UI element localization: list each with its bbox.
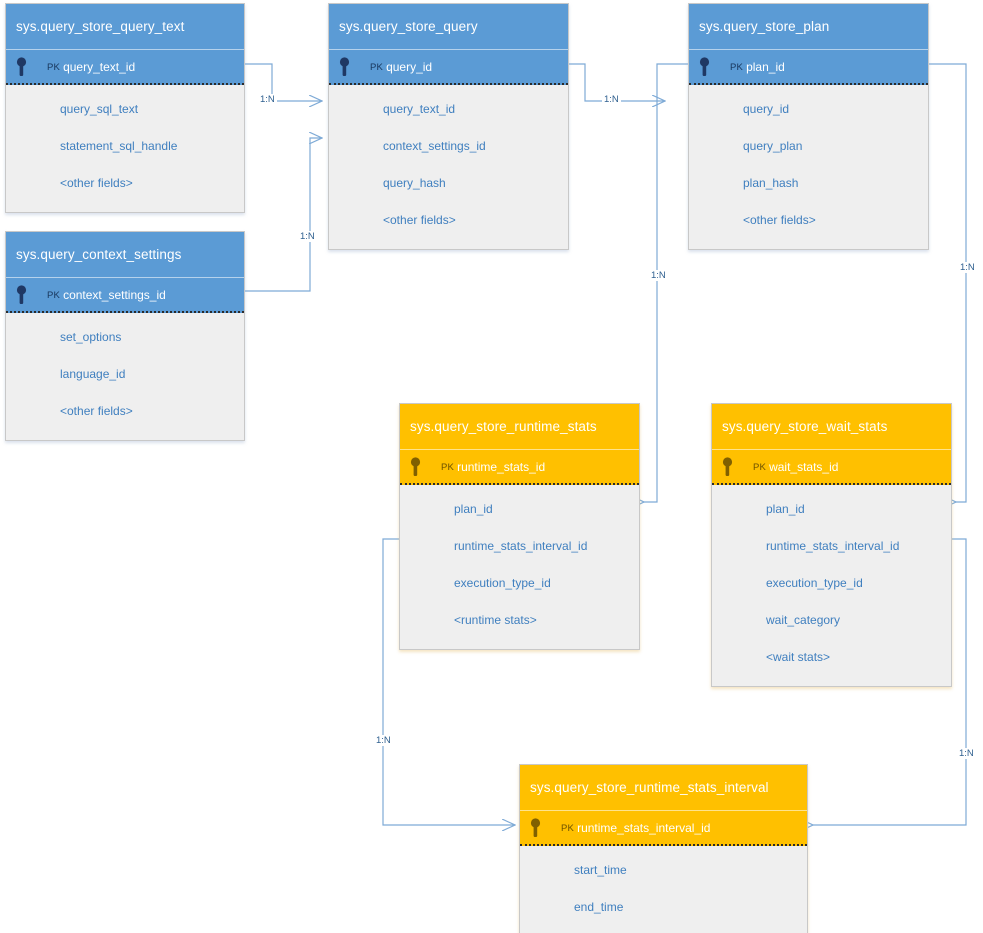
entity-fields: query_id query_plan plan_hash <other fie… bbox=[689, 85, 928, 249]
field-row: query_plan bbox=[743, 139, 803, 153]
entity-title: sys.query_store_plan bbox=[689, 4, 928, 49]
entity-query-store-wait-stats[interactable]: sys.query_store_wait_stats PK wait_stats… bbox=[711, 403, 952, 687]
field-row: query_sql_text bbox=[60, 102, 139, 116]
pk-field-name: query_text_id bbox=[63, 60, 136, 74]
entity-title: sys.query_context_settings bbox=[6, 232, 244, 277]
entity-title: sys.query_store_query_text bbox=[6, 4, 244, 49]
key-icon bbox=[329, 57, 369, 77]
entity-fields: query_text_id context_settings_id query_… bbox=[329, 85, 568, 249]
pk-field-name: wait_stats_id bbox=[769, 460, 839, 474]
pk-field-name: plan_id bbox=[746, 60, 785, 74]
pk-badge: PK bbox=[753, 461, 767, 473]
field-row: <other fields> bbox=[60, 176, 133, 190]
field-row: <other fields> bbox=[743, 213, 816, 227]
field-row: runtime_stats_interval_id bbox=[454, 539, 588, 553]
entity-primary-key-row: PK query_text_id bbox=[6, 49, 244, 85]
field-row: execution_type_id bbox=[454, 576, 551, 590]
entity-query-store-query-text[interactable]: sys.query_store_query_text PK query_text… bbox=[5, 3, 245, 213]
connector-ctx-to-query bbox=[245, 138, 322, 292]
pk-field-name: context_settings_id bbox=[63, 288, 166, 302]
field-row: <other fields> bbox=[60, 404, 133, 418]
field-row: plan_id bbox=[454, 502, 493, 516]
key-icon bbox=[520, 818, 560, 838]
pk-badge: PK bbox=[47, 61, 61, 73]
entity-title: sys.query_store_runtime_stats bbox=[400, 404, 639, 449]
field-row: context_settings_id bbox=[383, 139, 486, 153]
pk-badge: PK bbox=[441, 461, 455, 473]
key-icon bbox=[6, 57, 46, 77]
pk-badge: PK bbox=[561, 822, 575, 834]
pk-field-name: query_id bbox=[386, 60, 433, 74]
entity-query-store-runtime-stats-interval[interactable]: sys.query_store_runtime_stats_interval P… bbox=[519, 764, 808, 933]
key-icon bbox=[400, 457, 440, 477]
entity-primary-key-row: PK wait_stats_id bbox=[712, 449, 951, 485]
field-row: runtime_stats_interval_id bbox=[766, 539, 900, 553]
entity-query-store-query[interactable]: sys.query_store_query PK query_id query_… bbox=[328, 3, 569, 250]
connector-text-to-query bbox=[245, 63, 322, 101]
entity-title: sys.query_store_query bbox=[329, 4, 568, 49]
field-row: statement_sql_handle bbox=[60, 139, 178, 153]
field-row: plan_hash bbox=[743, 176, 799, 190]
key-icon bbox=[689, 57, 729, 77]
field-row: query_id bbox=[743, 102, 790, 116]
pk-field-name: runtime_stats_id bbox=[457, 460, 546, 474]
entity-primary-key-row: PK runtime_stats_id bbox=[400, 449, 639, 485]
cardinality-label: 1:N bbox=[298, 231, 317, 242]
field-row: wait_category bbox=[766, 613, 841, 627]
field-row: query_hash bbox=[383, 176, 446, 190]
entity-query-context-settings[interactable]: sys.query_context_settings PK context_se… bbox=[5, 231, 245, 441]
cardinality-label: 1:N bbox=[374, 735, 393, 746]
field-row: set_options bbox=[60, 330, 122, 344]
entity-fields: plan_id runtime_stats_interval_id execut… bbox=[712, 485, 951, 686]
cardinality-label: 1:N bbox=[958, 262, 977, 273]
entity-primary-key-row: PK query_id bbox=[329, 49, 568, 85]
entity-fields: set_options language_id <other fields> bbox=[6, 313, 244, 440]
entity-primary-key-row: PK runtime_stats_interval_id bbox=[520, 810, 807, 846]
cardinality-label: 1:N bbox=[602, 94, 621, 105]
key-icon bbox=[712, 457, 752, 477]
cardinality-label: 1:N bbox=[957, 748, 976, 759]
key-icon bbox=[6, 285, 46, 305]
pk-badge: PK bbox=[47, 289, 61, 301]
entity-fields: query_sql_text statement_sql_handle <oth… bbox=[6, 85, 244, 212]
field-row: plan_id bbox=[766, 502, 805, 516]
field-row: start_time bbox=[574, 863, 627, 877]
pk-field-name: runtime_stats_interval_id bbox=[577, 821, 711, 835]
entity-title: sys.query_store_runtime_stats_interval bbox=[520, 765, 807, 810]
field-row: execution_type_id bbox=[766, 576, 863, 590]
cardinality-label: 1:N bbox=[258, 94, 277, 105]
field-row: query_text_id bbox=[383, 102, 456, 116]
cardinality-label: 1:N bbox=[649, 270, 668, 281]
pk-badge: PK bbox=[730, 61, 744, 73]
field-row: language_id bbox=[60, 367, 126, 381]
field-row: end_time bbox=[574, 900, 624, 914]
field-row: <wait stats> bbox=[766, 650, 831, 664]
entity-primary-key-row: PK plan_id bbox=[689, 49, 928, 85]
entity-query-store-plan[interactable]: sys.query_store_plan PK plan_id query_id… bbox=[688, 3, 929, 250]
connector-plan-to-runtime bbox=[644, 63, 689, 502]
entity-primary-key-row: PK context_settings_id bbox=[6, 277, 244, 313]
field-row: <runtime stats> bbox=[454, 613, 537, 627]
entity-fields: plan_id runtime_stats_interval_id execut… bbox=[400, 485, 639, 649]
entity-fields: start_time end_time bbox=[520, 846, 807, 933]
entity-title: sys.query_store_wait_stats bbox=[712, 404, 951, 449]
pk-badge: PK bbox=[370, 61, 384, 73]
field-row: <other fields> bbox=[383, 213, 456, 227]
entity-query-store-runtime-stats[interactable]: sys.query_store_runtime_stats PK runtime… bbox=[399, 403, 640, 650]
